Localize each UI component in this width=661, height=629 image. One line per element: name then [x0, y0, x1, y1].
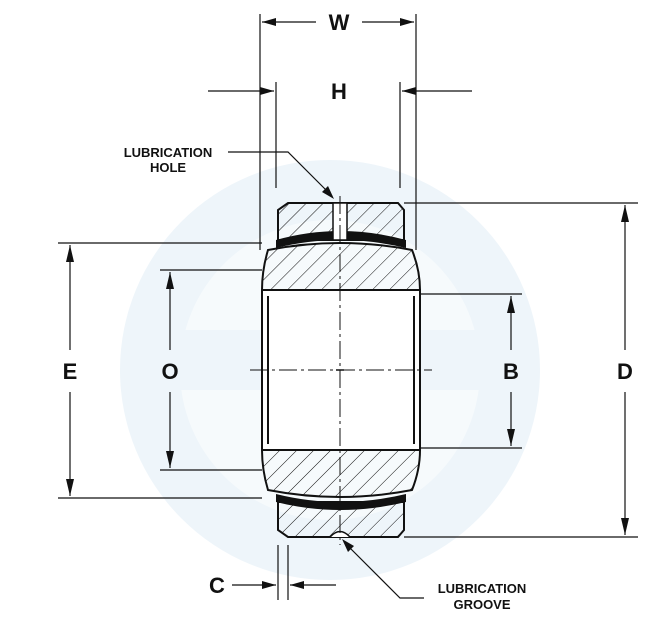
- label-h: H: [331, 79, 347, 104]
- label-lubrication-hole-line1: LUBRICATION: [124, 145, 213, 160]
- outer-race-bottom: [276, 494, 406, 538]
- dimension-c: [232, 545, 336, 600]
- dimension-w: [259, 14, 417, 250]
- label-d: D: [617, 359, 633, 384]
- label-e: E: [63, 359, 78, 384]
- dimension-o: [160, 269, 262, 471]
- dimension-e: [58, 242, 262, 499]
- label-c: C: [209, 573, 225, 598]
- center-lines: [250, 196, 432, 545]
- label-lubrication-groove-line1: LUBRICATION: [438, 581, 527, 596]
- label-lubrication-hole-line2: HOLE: [150, 160, 186, 175]
- dimension-d: [404, 202, 638, 538]
- label-b: B: [503, 359, 519, 384]
- callout-lubrication-groove: [342, 539, 424, 599]
- label-lubrication-groove-line2: GROOVE: [453, 597, 510, 612]
- callout-lubrication-hole: [228, 151, 334, 199]
- label-o: O: [161, 359, 178, 384]
- dimension-b: [420, 293, 522, 449]
- label-w: W: [329, 10, 350, 35]
- dimension-h: [208, 82, 472, 188]
